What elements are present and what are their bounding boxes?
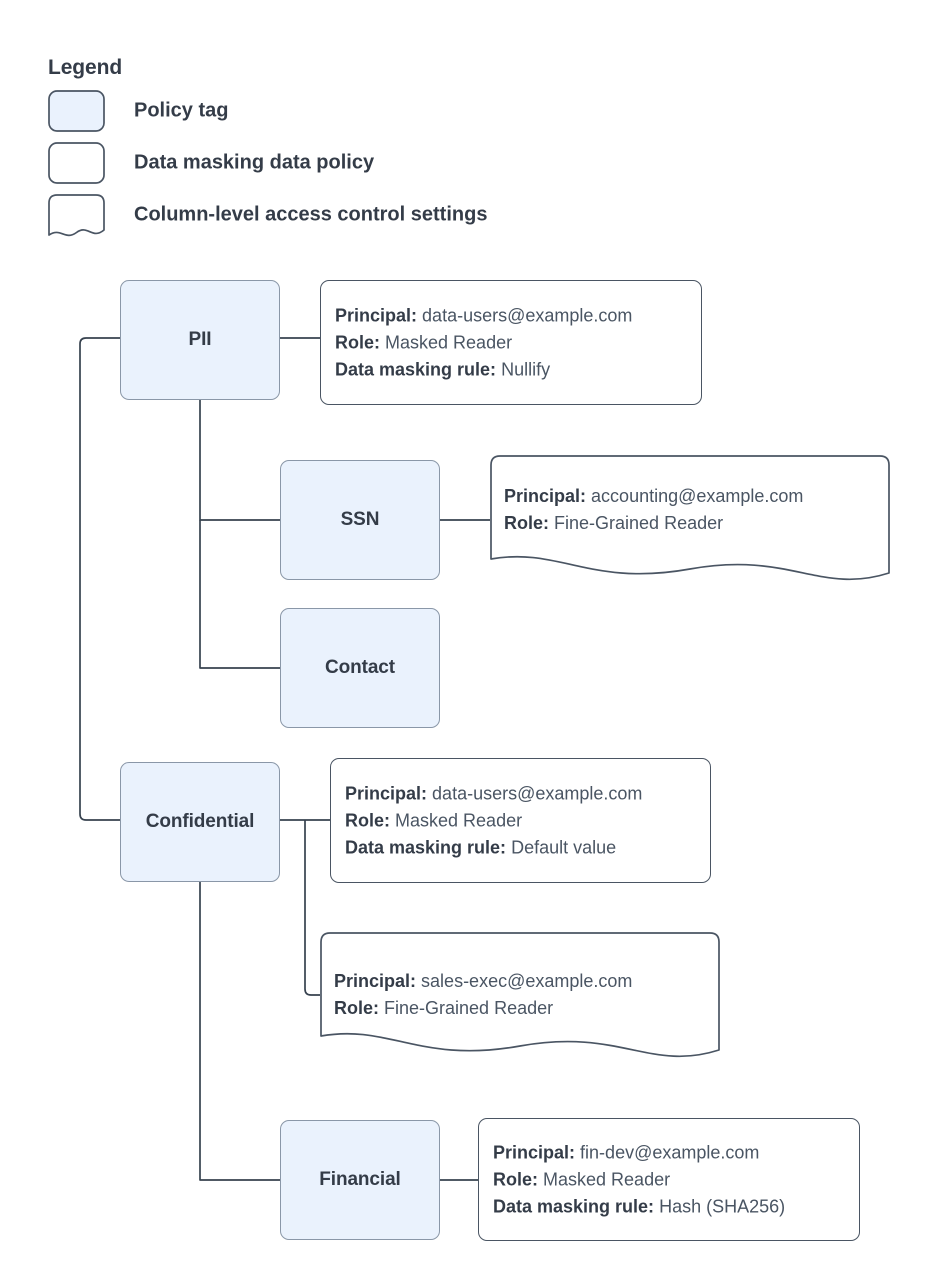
column-access-control-swatch-icon xyxy=(48,194,105,237)
callout-financial-masking[interactable]: Principal: fin-dev@example.com Role: Mas… xyxy=(478,1118,860,1241)
legend: Legend Policy tag Data masking data poli… xyxy=(48,56,487,246)
callout-line-key: Data masking rule: xyxy=(345,837,507,857)
callout-text: Principal: fin-dev@example.com Role: Mas… xyxy=(493,1139,785,1220)
connector-confidential-access-callout xyxy=(304,820,320,996)
callout-line-value: Masked Reader xyxy=(543,1169,671,1189)
callout-line-value: fin-dev@example.com xyxy=(580,1142,760,1162)
callout-line: Principal: fin-dev@example.com xyxy=(493,1139,785,1166)
callout-confidential-masking[interactable]: Principal: data-users@example.com Role: … xyxy=(330,758,711,883)
callout-line-key: Principal: xyxy=(345,783,428,803)
callout-text: Principal: data-users@example.com Role: … xyxy=(345,780,642,861)
callout-line: Principal: accounting@example.com xyxy=(504,483,803,510)
callout-line-key: Data masking rule: xyxy=(493,1196,655,1216)
legend-item-data-masking-policy: Data masking data policy xyxy=(48,142,374,184)
connector-pii-ssn xyxy=(199,400,280,521)
callout-text: Principal: accounting@example.com Role: … xyxy=(504,483,803,537)
callout-line-value: Masked Reader xyxy=(395,810,523,830)
policy-tag-node-financial[interactable]: Financial xyxy=(280,1120,440,1240)
policy-tag-swatch-icon xyxy=(48,90,105,132)
callout-line-key: Role: xyxy=(504,513,549,533)
callout-line-key: Role: xyxy=(493,1169,538,1189)
callout-line-value: Default value xyxy=(511,837,617,857)
callout-line: Principal: sales-exec@example.com xyxy=(334,968,632,995)
callout-line-key: Principal: xyxy=(334,971,417,991)
connector-root-spine xyxy=(79,337,120,821)
callout-line-value: Fine-Grained Reader xyxy=(384,998,554,1018)
callout-confidential-access[interactable]: Principal: sales-exec@example.com Role: … xyxy=(320,932,720,1062)
callout-line-key: Role: xyxy=(335,332,380,352)
legend-label: Data masking data policy xyxy=(134,151,375,174)
callout-line: Data masking rule: Nullify xyxy=(335,356,632,383)
policy-tag-node-pii[interactable]: PII xyxy=(120,280,280,400)
connector-pii-contact xyxy=(199,520,280,669)
legend-label: Policy tag xyxy=(134,99,229,122)
callout-line: Role: Masked Reader xyxy=(345,807,642,834)
legend-label: Column-level access control settings xyxy=(134,203,488,226)
legend-item-column-access-control: Column-level access control settings xyxy=(48,194,487,237)
legend-title: Legend xyxy=(48,56,123,79)
callout-ssn-access[interactable]: Principal: accounting@example.com Role: … xyxy=(490,455,890,585)
callout-line-key: Principal: xyxy=(504,486,587,506)
policy-tag-label: SSN xyxy=(340,509,380,530)
policy-tag-node-contact[interactable]: Contact xyxy=(280,608,440,728)
callout-line-value: Nullify xyxy=(501,359,551,379)
callout-line-key: Data masking rule: xyxy=(335,359,497,379)
wavy-callout-shape xyxy=(490,455,890,581)
policy-tag-label: PII xyxy=(188,329,212,350)
callout-line-value: Hash (SHA256) xyxy=(659,1196,786,1216)
callout-line: Principal: data-users@example.com xyxy=(345,780,642,807)
callout-line-value: data-users@example.com xyxy=(422,305,633,325)
callout-line: Role: Masked Reader xyxy=(335,329,632,356)
callout-line: Role: Fine-Grained Reader xyxy=(504,510,803,537)
data-masking-policy-swatch-icon xyxy=(48,142,105,184)
policy-tag-label: Contact xyxy=(324,657,396,678)
connector-confidential-financial xyxy=(199,882,280,1181)
policy-tag-node-ssn[interactable]: SSN xyxy=(280,460,440,580)
callout-line-key: Role: xyxy=(345,810,390,830)
callout-line: Data masking rule: Hash (SHA256) xyxy=(493,1193,785,1220)
callout-line-value: Fine-Grained Reader xyxy=(554,513,724,533)
callout-text: Principal: sales-exec@example.com Role: … xyxy=(334,968,632,1022)
callout-line-key: Principal: xyxy=(335,305,418,325)
callout-line: Principal: data-users@example.com xyxy=(335,302,632,329)
callout-line-key: Principal: xyxy=(493,1142,576,1162)
policy-tag-node-confidential[interactable]: Confidential xyxy=(120,762,280,882)
callout-pii-masking[interactable]: Principal: data-users@example.com Role: … xyxy=(320,280,702,405)
legend-item-policy-tag: Policy tag xyxy=(48,90,228,132)
callout-line-value: accounting@example.com xyxy=(591,486,804,506)
callout-line: Data masking rule: Default value xyxy=(345,834,642,861)
callout-line: Role: Masked Reader xyxy=(493,1166,785,1193)
callout-line-value: data-users@example.com xyxy=(432,783,643,803)
callout-line-key: Role: xyxy=(334,998,379,1018)
callout-text: Principal: data-users@example.com Role: … xyxy=(335,302,632,383)
policy-tag-label: Confidential xyxy=(145,811,255,832)
policy-tag-label: Financial xyxy=(319,1169,401,1190)
wavy-callout-shape xyxy=(320,932,720,1058)
callout-line: Role: Fine-Grained Reader xyxy=(334,995,632,1022)
callout-line-value: sales-exec@example.com xyxy=(421,971,633,991)
callout-line-value: Masked Reader xyxy=(385,332,513,352)
